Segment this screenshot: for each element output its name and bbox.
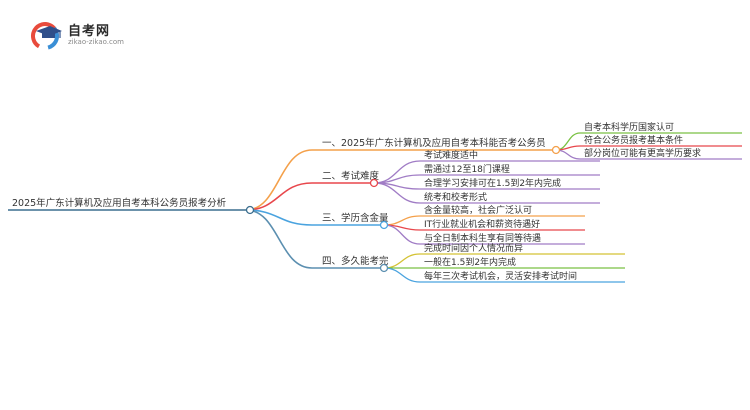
leaf-connector [373, 182, 421, 204]
leaf-label[interactable]: IT行业就业机会和薪资待遇好 [424, 218, 540, 230]
leaf-label[interactable]: 自考本科学历国家认可 [584, 121, 674, 133]
site-logo[interactable]: 自考网 zikao-zikao.com [30, 18, 160, 52]
leaf-label[interactable]: 考试难度适中 [424, 149, 478, 161]
branch-connector [245, 209, 313, 269]
leaf-connector [383, 267, 421, 283]
leaf-label[interactable]: 部分岗位可能有更高学历要求 [584, 147, 701, 159]
leaf-label[interactable]: 合理学习安排可在1.5到2年内完成 [424, 177, 561, 189]
leaf-label[interactable]: 每年三次考试机会，灵活安排考试时间 [424, 270, 577, 282]
root-collapse-toggle[interactable] [245, 205, 255, 215]
leaf-label[interactable]: 符合公务员报考基本条件 [584, 134, 683, 146]
leaf-connector [383, 215, 421, 226]
root-topic-label[interactable]: 2025年广东计算机及应用自考本科公务员报考分析 [12, 197, 227, 209]
branch-connector [245, 149, 313, 211]
leaf-label[interactable]: 含金量较高，社会广泛认可 [424, 204, 532, 216]
leaf-label[interactable]: 统考和校考形式 [424, 191, 487, 203]
leaf-connector [373, 160, 421, 184]
graduation-cap-icon [31, 22, 62, 50]
logo-title: 自考网 [68, 24, 111, 39]
leaf-connector [383, 253, 421, 269]
branch-label[interactable]: 四、多久能考完 [322, 255, 389, 267]
branch-connector [245, 182, 313, 211]
leaf-label[interactable]: 需通过12至18门课程 [424, 163, 510, 175]
branch-connector [245, 209, 313, 226]
branch-label[interactable]: 二、考试难度 [322, 170, 380, 182]
logo-url: zikao-zikao.com [68, 38, 124, 46]
collapse-toggle[interactable] [369, 178, 379, 188]
collapse-toggle[interactable] [551, 145, 561, 155]
leaf-label[interactable]: 与全日制本科生享有同等待遇 [424, 232, 541, 244]
collapse-toggle[interactable] [379, 263, 389, 273]
branch-label[interactable]: 一、2025年广东计算机及应用自考本科能否考公务员 [322, 137, 546, 149]
leaf-label[interactable]: 一般在1.5到2年内完成 [424, 256, 516, 268]
leaf-label[interactable]: 完成时间因个人情况而异 [424, 242, 523, 254]
branch-label[interactable]: 三、学历含金量 [322, 212, 389, 224]
collapse-toggle[interactable] [379, 220, 389, 230]
